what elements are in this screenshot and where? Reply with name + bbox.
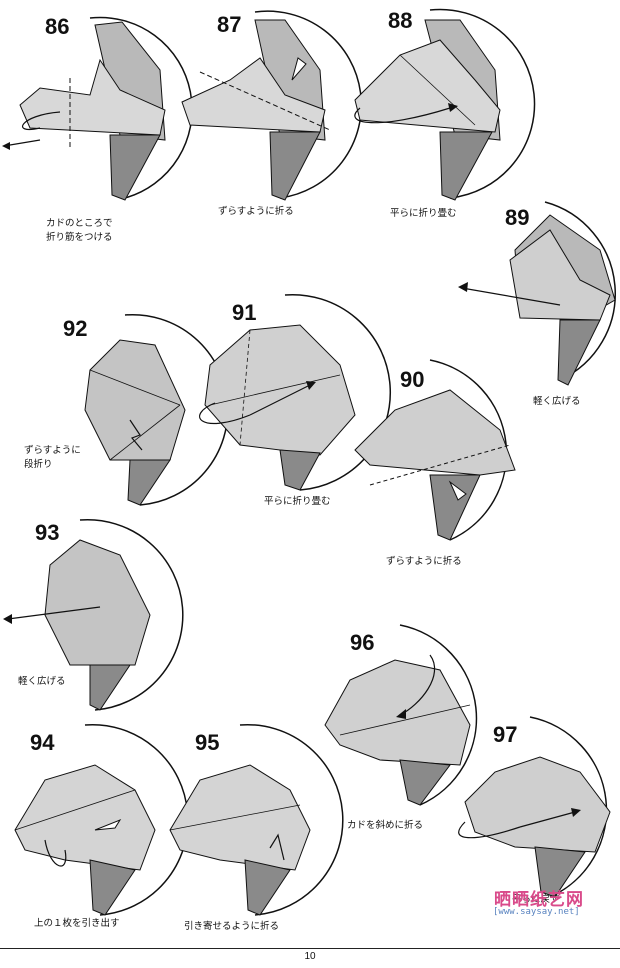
page-number: 10 (300, 951, 320, 962)
step-caption: 平らに折り畳む (264, 495, 331, 509)
fold-diagram (350, 360, 530, 550)
step-caption: 軽く広げる (533, 395, 581, 409)
fold-diagram (160, 720, 340, 920)
footer-divider (0, 948, 620, 949)
fold-diagram (5, 720, 175, 920)
step-caption: カドのところで折り筋をつける (46, 217, 113, 245)
step-caption: ずらすように折る (218, 205, 294, 219)
fold-diagram (170, 0, 360, 210)
step-caption: ずらすように折る (386, 555, 462, 569)
fold-diagram (70, 310, 200, 510)
step-caption: カドを斜めに折る (347, 819, 423, 833)
step-caption: 平らに折り畳む (390, 207, 457, 221)
fold-diagram (445, 712, 620, 902)
step-caption: 上の１枚を引き出す (34, 917, 120, 931)
step-caption: 引き寄せるように折る (184, 920, 279, 934)
step-caption: 軽く広げる (18, 675, 66, 689)
watermark-url: [www.saysay.net] (493, 907, 580, 917)
fold-diagram (340, 0, 520, 210)
fold-diagram (190, 295, 370, 495)
step-caption: ずらすように段折り (24, 444, 81, 472)
